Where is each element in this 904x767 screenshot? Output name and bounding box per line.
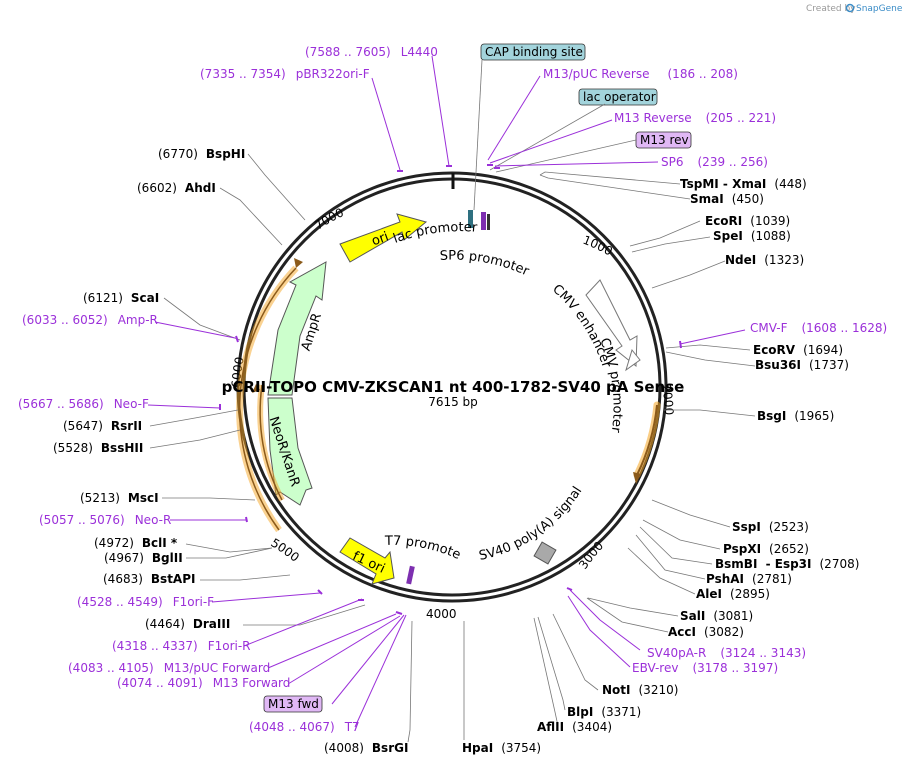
brand-name: SnapGene bbox=[856, 4, 903, 14]
tick-7000: 7000 bbox=[312, 205, 346, 232]
tick-1000: 1000 bbox=[581, 233, 615, 259]
ori-label: ori bbox=[370, 229, 391, 249]
primer-neo-f[interactable]: (5667 .. 5686)Neo-F bbox=[18, 397, 149, 411]
boxed-labels: CAP binding site lac operator M13 rev M1… bbox=[263, 43, 692, 713]
f1ori-feature[interactable] bbox=[339, 537, 395, 585]
enzyme-bsmbi[interactable]: BsmBI - Esp3I(2708) bbox=[715, 557, 859, 571]
ori-feature[interactable] bbox=[339, 213, 428, 263]
cmv-enhancer-feature[interactable] bbox=[585, 279, 638, 368]
primer-amp-r[interactable]: (6033 .. 6052)Amp-R bbox=[22, 313, 158, 327]
orf-arc-left-arrowhead bbox=[252, 384, 260, 393]
enzyme-draiii[interactable]: (4464)DraIII bbox=[145, 617, 230, 631]
brand-created-by: Created by bbox=[806, 4, 856, 14]
primer-m13puc-rev[interactable]: M13/pUC Reverse(186 .. 208) bbox=[543, 67, 738, 81]
enzyme-rsrii[interactable]: (5647)RsrII bbox=[63, 419, 142, 433]
enzyme-hpai[interactable]: HpaI(3754) bbox=[462, 741, 541, 755]
cap-site-mark bbox=[487, 214, 490, 230]
orf-arc-right-arrowhead bbox=[633, 472, 641, 484]
primer-pbr322ori[interactable]: (7335 .. 7354)pBR322ori-F bbox=[200, 67, 370, 81]
orf-arc-right[interactable] bbox=[636, 404, 658, 476]
enzyme-bsgi[interactable]: BsgI(1965) bbox=[757, 409, 834, 423]
enzyme-acci[interactable]: AccI(3082) bbox=[668, 625, 744, 639]
primer-ticks bbox=[219, 164, 682, 615]
cap-binding-site-label: CAP binding site bbox=[485, 45, 583, 59]
cap-binding-site-box[interactable] bbox=[480, 43, 586, 61]
enzyme-bsu36i[interactable]: Bsu36I(1737) bbox=[755, 358, 849, 372]
enzyme-bsshii[interactable]: (5528)BssHII bbox=[53, 441, 143, 455]
primer-ebv-rev[interactable]: EBV-rev(3178 .. 3197) bbox=[632, 661, 778, 675]
plasmid-length: 7615 bp bbox=[428, 395, 478, 409]
m13-fwd-label: M13 fwd bbox=[268, 697, 319, 711]
lac-operator-box[interactable] bbox=[578, 88, 658, 106]
primer-sp6[interactable]: SP6(239 .. 256) bbox=[661, 155, 768, 169]
tick-5000: 5000 bbox=[268, 536, 301, 565]
enzyme-blpi[interactable]: BlpI(3371) bbox=[567, 705, 641, 719]
enzyme-ndei[interactable]: NdeI(1323) bbox=[725, 253, 804, 267]
primer-f1ori-f[interactable]: (4528 .. 4549)F1ori-F bbox=[77, 595, 214, 609]
t7-promoter-label: T7 promoter bbox=[0, 0, 463, 563]
enzyme-msci[interactable]: (5213)MscI bbox=[80, 491, 159, 505]
enzyme-scai[interactable]: (6121)ScaI bbox=[83, 291, 159, 305]
t7-promoter-mark bbox=[406, 565, 415, 585]
enzyme-noti[interactable]: NotI(3210) bbox=[602, 683, 678, 697]
cmv-promoter-arrowhead bbox=[625, 348, 641, 372]
enzyme-labels: TspMI - XmaI(448) SmaI(450) EcoRI(1039) … bbox=[53, 147, 859, 755]
lac-promoter-mark bbox=[468, 210, 473, 228]
enzyme-alei[interactable]: AleI(2895) bbox=[696, 587, 770, 601]
m13-rev-label: M13 rev bbox=[640, 133, 689, 147]
enzyme-bsrgi[interactable]: (4008)BsrGI bbox=[324, 741, 408, 755]
enzyme-sali[interactable]: SalI(3081) bbox=[680, 609, 753, 623]
enzyme-bglii[interactable]: (4967)BglII bbox=[104, 551, 183, 565]
orf-arc-left-outer[interactable] bbox=[238, 267, 297, 531]
enzyme-ecori[interactable]: EcoRI(1039) bbox=[705, 214, 790, 228]
sv40-polya-label: SV40 poly(A) signal bbox=[478, 484, 586, 564]
enzyme-ecorv[interactable]: EcoRV(1694) bbox=[753, 343, 843, 357]
enzyme-bcli[interactable]: (4972)BclI * bbox=[94, 536, 178, 550]
enzyme-aflii[interactable]: AflII(3404) bbox=[537, 720, 612, 734]
tick-3000: 3000 bbox=[576, 539, 606, 572]
primer-labels: (7588 .. 7605)L4440 (7335 .. 7354)pBR322… bbox=[18, 45, 887, 734]
enzyme-sspi[interactable]: SspI(2523) bbox=[732, 520, 809, 534]
enzyme-pshai[interactable]: PshAI(2781) bbox=[706, 572, 792, 586]
primer-f1ori-r[interactable]: (4318 .. 4337)F1ori-R bbox=[112, 639, 251, 653]
primer-cmv-f[interactable]: CMV-F(1608 .. 1628) bbox=[750, 321, 887, 335]
primer-t7[interactable]: (4048 .. 4067)T7 bbox=[249, 720, 360, 734]
snapgene-logo-icon bbox=[845, 3, 855, 13]
enzyme-bsphi[interactable]: (6770)BspHI bbox=[158, 147, 245, 161]
snapgene-brand: Created by SnapGene bbox=[806, 3, 903, 14]
enzyme-spei[interactable]: SpeI(1088) bbox=[713, 229, 791, 243]
lac-operator-label: lac operator bbox=[583, 90, 656, 104]
primer-neo-r[interactable]: (5057 .. 5076)Neo-R bbox=[39, 513, 171, 527]
primer-leader-lines bbox=[147, 55, 746, 728]
enzyme-bstapi[interactable]: (4683)BstAPI bbox=[103, 572, 195, 586]
orf-arc-right-highlight bbox=[633, 401, 661, 479]
enzyme-pspxi[interactable]: PspXI(2652) bbox=[723, 542, 809, 556]
sp6-promoter-mark bbox=[481, 212, 486, 230]
primer-m13puc-fwd[interactable]: (4083 .. 4105)M13/pUC Forward bbox=[68, 661, 270, 675]
m13-fwd-box[interactable] bbox=[263, 695, 323, 713]
enzyme-tspmi[interactable]: TspMI - XmaI(448) bbox=[680, 177, 807, 191]
primer-l4440[interactable]: (7588 .. 7605)L4440 bbox=[305, 45, 438, 59]
enzyme-ahdi[interactable]: (6602)AhdI bbox=[137, 181, 216, 195]
sp6-promoter-label: SP6 promoter bbox=[439, 248, 531, 279]
sv40-polya-box[interactable] bbox=[533, 541, 557, 565]
primer-m13-fwd[interactable]: (4074 .. 4091)M13 Forward bbox=[117, 676, 290, 690]
tick-4000: 4000 bbox=[426, 607, 457, 621]
plasmid-title: pCRII-TOPO CMV-ZKSCAN1 nt 400-1782-SV40 … bbox=[222, 378, 685, 396]
ampr-feature[interactable] bbox=[267, 261, 327, 396]
orf-arc-left-inner[interactable] bbox=[259, 384, 283, 501]
primer-sv40pa-r[interactable]: SV40pA-R(3124 .. 3143) bbox=[647, 646, 806, 660]
leader-lines bbox=[149, 59, 756, 743]
primer-m13-rev[interactable]: M13 Reverse(205 .. 221) bbox=[614, 111, 776, 125]
orf-arc-top-arrowhead bbox=[294, 258, 303, 268]
enzyme-smai[interactable]: SmaI(450) bbox=[690, 192, 764, 206]
